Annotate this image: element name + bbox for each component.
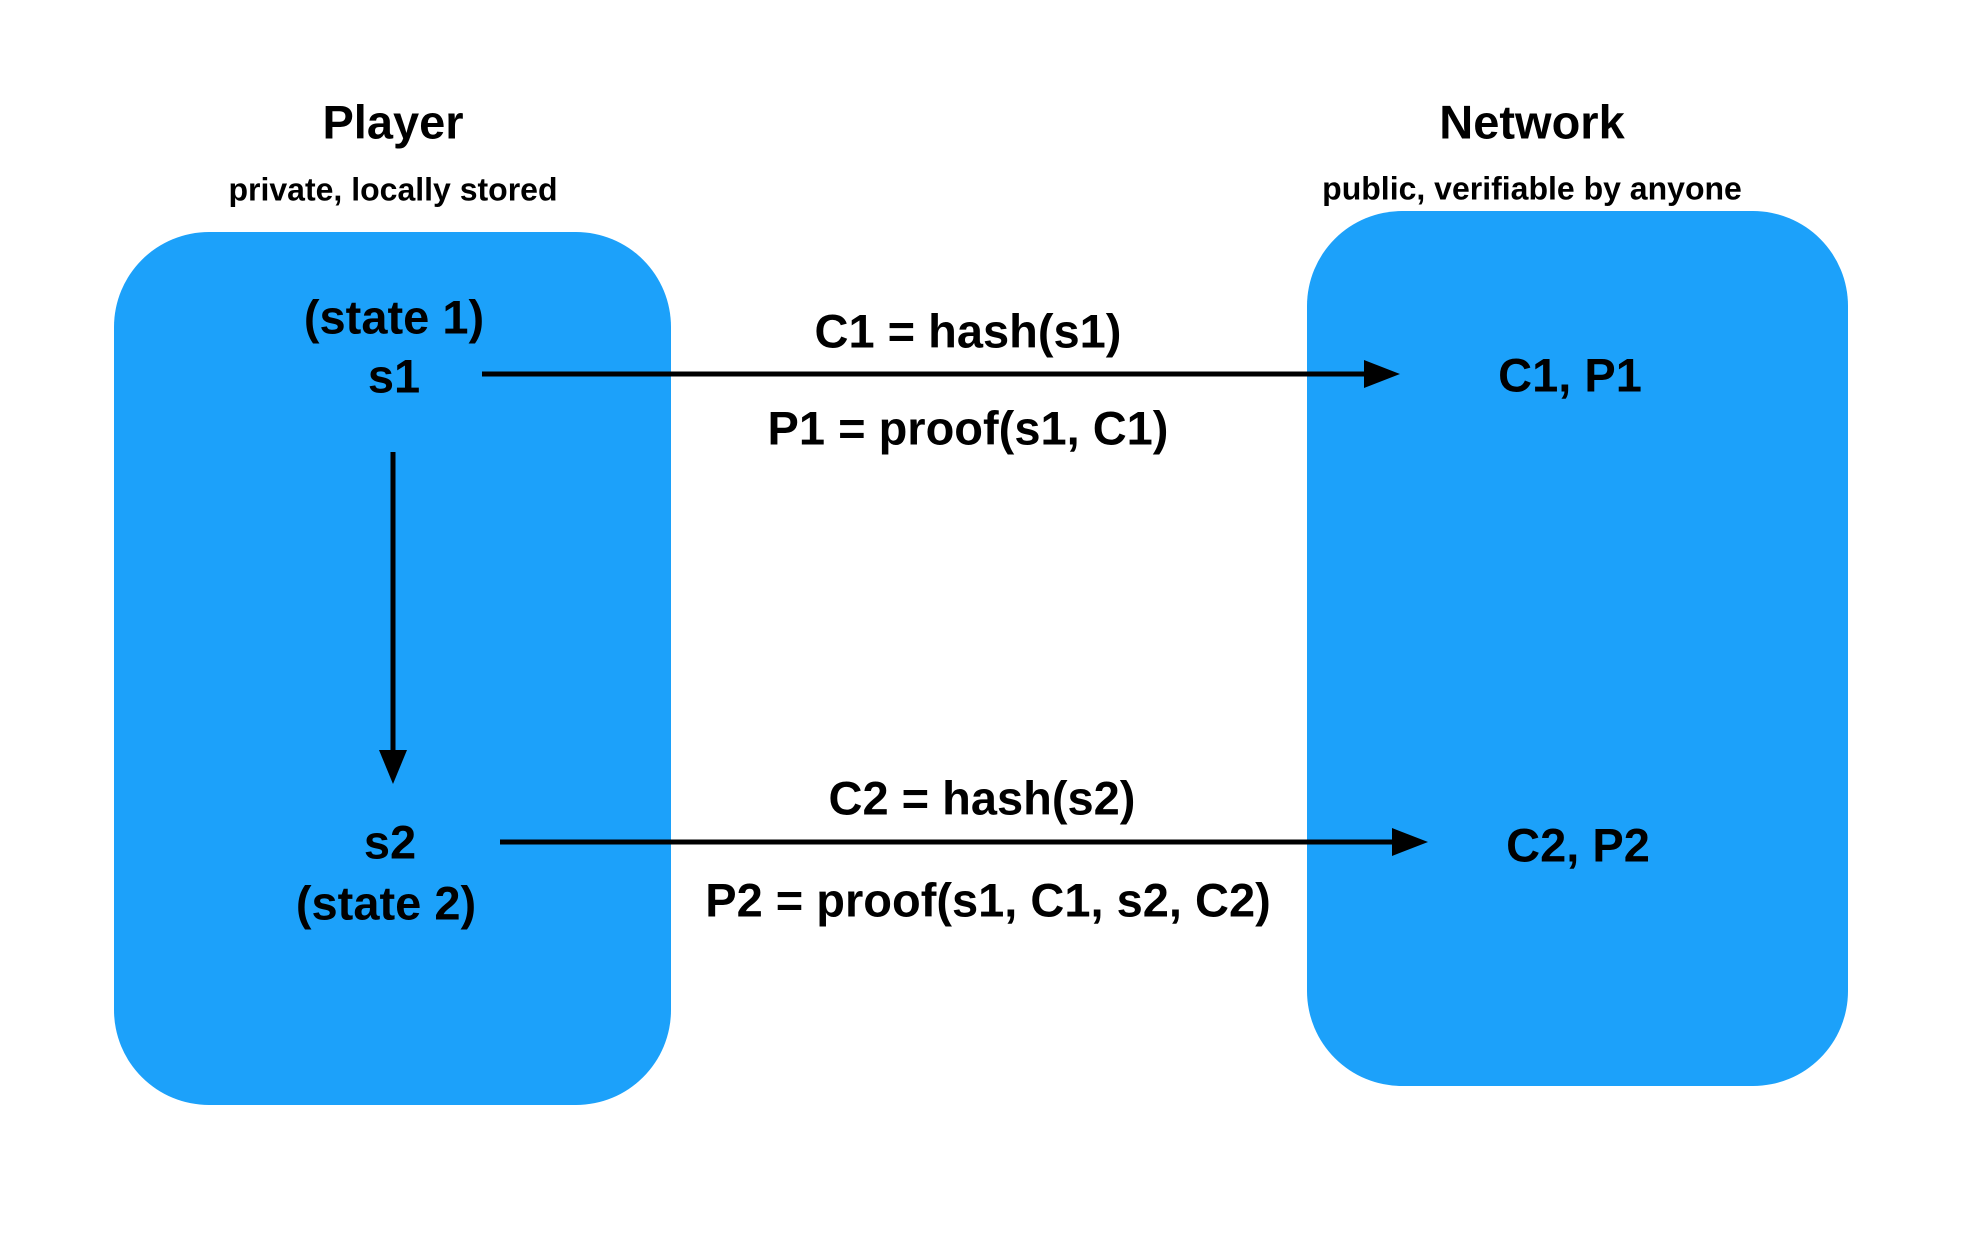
player-state2-label: (state 2) [295,876,477,930]
network-box [1307,211,1848,1086]
player-s1-label: s1 [367,349,421,403]
commit2-hash-label: C2 = hash(s2) [828,771,1136,825]
player-title: Player [322,95,464,149]
commit1-hash-label: C1 = hash(s1) [814,304,1122,358]
network-record2-label: C2, P2 [1506,818,1650,872]
network-subtitle: public, verifiable by anyone [1322,170,1742,207]
player-subtitle: private, locally stored [228,171,558,208]
player-s2-label: s2 [363,815,417,869]
commit1-proof-label: P1 = proof(s1, C1) [767,401,1169,455]
commit2-proof-label: P2 = proof(s1, C1, s2, C2) [705,873,1271,927]
network-record1-label: C1, P1 [1498,348,1642,402]
network-title: Network [1439,95,1625,149]
player-state1-label: (state 1) [303,290,485,344]
